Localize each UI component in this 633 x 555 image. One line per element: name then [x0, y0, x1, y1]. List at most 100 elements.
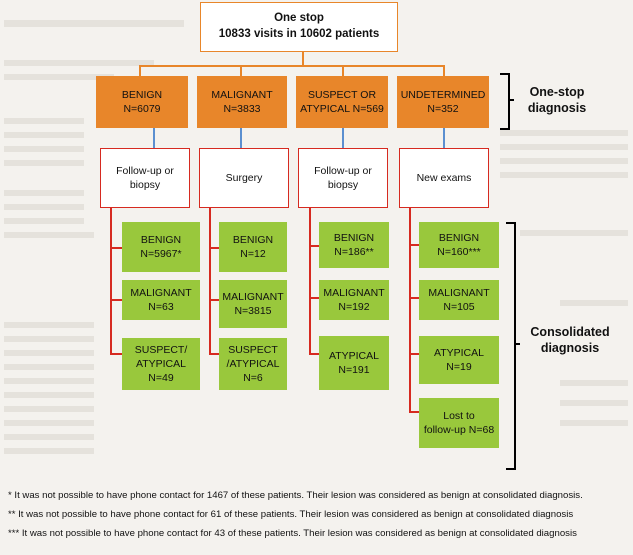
result-label: MALIGNANT: [323, 286, 385, 299]
consolidated-bracket: [506, 222, 516, 470]
connector-col4-down: [443, 65, 445, 76]
result-box-col3-malignant: MALIGNANT N=192: [319, 280, 389, 320]
label-line: diagnosis: [540, 341, 600, 356]
result-label: BENIGN: [438, 231, 480, 244]
action-label: biopsy: [327, 179, 359, 191]
label-line: One-stop: [529, 85, 585, 99]
connector-col3-blue: [342, 128, 344, 148]
result-count: N=49: [148, 372, 174, 385]
diag-count: N=352: [427, 103, 459, 115]
connector-col1-red-h1: [110, 247, 122, 249]
diag-count: N=6079: [123, 103, 161, 115]
result-label: ATYPICAL: [434, 346, 484, 359]
action-label: New exams: [416, 171, 472, 184]
result-count: N=191: [338, 364, 370, 376]
connector-col2-red-h1: [209, 247, 219, 249]
diag-count: ATYPICAL N=569: [300, 103, 384, 115]
diag-box-suspect-atypical: SUSPECT OR ATYPICAL N=569: [296, 76, 388, 128]
result-label: BENIGN: [232, 233, 274, 246]
result-label: ATYPICAL: [329, 349, 379, 362]
diag-label: SUSPECT OR: [307, 88, 377, 101]
result-label: MALIGNANT: [428, 286, 490, 299]
one-stop-diagnosis-label: One-stop diagnosis: [514, 84, 600, 117]
connector-col4-red-vertical: [409, 208, 411, 412]
footnote-2: ** It was not possible to have phone con…: [8, 509, 573, 520]
connector-col1-down: [139, 65, 141, 76]
connector-col3-down: [342, 65, 344, 76]
one-stop-box: One stop 10833 visits in 10602 patients: [200, 2, 398, 52]
connector-col3-red-h3: [309, 353, 319, 355]
result-count: N=105: [443, 301, 475, 313]
result-count: N=3815: [234, 305, 272, 317]
footnote-3: *** It was not possible to have phone co…: [8, 528, 577, 539]
result-label: SUSPECT: [228, 343, 278, 356]
diag-box-undetermined: UNDETERMINED N=352: [397, 76, 489, 128]
result-count: follow-up N=68: [423, 424, 495, 436]
result-count: N=12: [240, 248, 266, 260]
connector-col4-red-h2: [409, 297, 419, 299]
diag-label: UNDETERMINED: [400, 88, 486, 101]
action-label: Follow-up or: [314, 164, 372, 177]
diag-label: MALIGNANT: [211, 88, 273, 101]
connector-col3-red-h1: [309, 245, 319, 247]
result-label: BENIGN: [333, 231, 375, 244]
connector-col1-red-h3: [110, 353, 122, 355]
connector-col3-red-vertical: [309, 208, 311, 354]
action-box-surgery: Surgery: [199, 148, 289, 208]
connector-col4-red-h3: [409, 353, 419, 355]
diag-count: N=3833: [223, 103, 261, 115]
result-count: N=6: [243, 372, 263, 385]
connector-col2-red-vertical: [209, 208, 211, 354]
connector-col2-red-h3: [209, 353, 219, 355]
action-box-followup-biopsy-1: Follow-up or biopsy: [100, 148, 190, 208]
label-line: Consolidated: [530, 325, 610, 339]
result-box-col4-benign: BENIGN N=160***: [419, 222, 499, 268]
label-line: diagnosis: [527, 101, 587, 116]
diag-box-malignant: MALIGNANT N=3833: [197, 76, 287, 128]
result-count: N=19: [446, 361, 472, 373]
result-box-col4-atypical: ATYPICAL N=19: [419, 336, 499, 384]
result-box-col2-malignant: MALIGNANT N=3815: [219, 280, 287, 328]
diag-box-benign: BENIGN N=6079: [96, 76, 188, 128]
one-stop-bracket: [500, 73, 510, 130]
connector-col1-red-h2: [110, 299, 122, 301]
connector-col4-red-h4: [409, 411, 419, 413]
result-label: SUSPECT/: [134, 343, 188, 356]
consolidated-bracket-tick: [514, 343, 520, 345]
connector-top-down: [302, 52, 304, 66]
connector-col1-red-vertical: [110, 208, 112, 354]
result-label: Lost to: [443, 409, 475, 422]
action-label: Surgery: [225, 171, 263, 184]
connector-col1-blue: [153, 128, 155, 148]
connector-col2-down: [240, 65, 242, 76]
footnote-1: * It was not possible to have phone cont…: [8, 490, 583, 501]
diag-label: BENIGN: [121, 88, 163, 101]
action-box-followup-biopsy-2: Follow-up or biopsy: [298, 148, 388, 208]
result-box-col3-benign: BENIGN N=186**: [319, 222, 389, 268]
footnote-text: * It was not possible to have phone cont…: [8, 490, 583, 501]
result-count: N=192: [338, 301, 370, 313]
connector-col2-blue: [240, 128, 242, 148]
footnote-text: *** It was not possible to have phone co…: [8, 528, 577, 539]
result-box-col2-suspect-atypical: SUSPECT /ATYPICAL N=6: [219, 338, 287, 390]
connector-col4-blue: [443, 128, 445, 148]
one-stop-bracket-tick: [508, 99, 514, 101]
action-box-new-exams: New exams: [399, 148, 489, 208]
result-box-col1-malignant: MALIGNANT N=63: [122, 280, 200, 320]
result-box-col2-benign: BENIGN N=12: [219, 222, 287, 272]
result-label: BENIGN: [140, 233, 182, 246]
result-label: ATYPICAL: [136, 357, 186, 370]
action-label: Follow-up or: [116, 164, 174, 177]
result-label: MALIGNANT: [130, 286, 192, 299]
result-count: N=186**: [334, 246, 374, 258]
result-count: N=160***: [437, 246, 481, 258]
action-label: biopsy: [129, 179, 161, 191]
one-stop-title: One stop: [274, 12, 324, 25]
result-box-col4-malignant: MALIGNANT N=105: [419, 280, 499, 320]
one-stop-visits: 10833 visits in 10602 patients: [218, 28, 380, 40]
consolidated-diagnosis-label: Consolidated diagnosis: [520, 324, 620, 357]
connector-col3-red-h2: [309, 297, 319, 299]
connector-col4-red-h1: [409, 244, 419, 246]
result-box-col1-suspect-atypical: SUSPECT/ ATYPICAL N=49: [122, 338, 200, 390]
